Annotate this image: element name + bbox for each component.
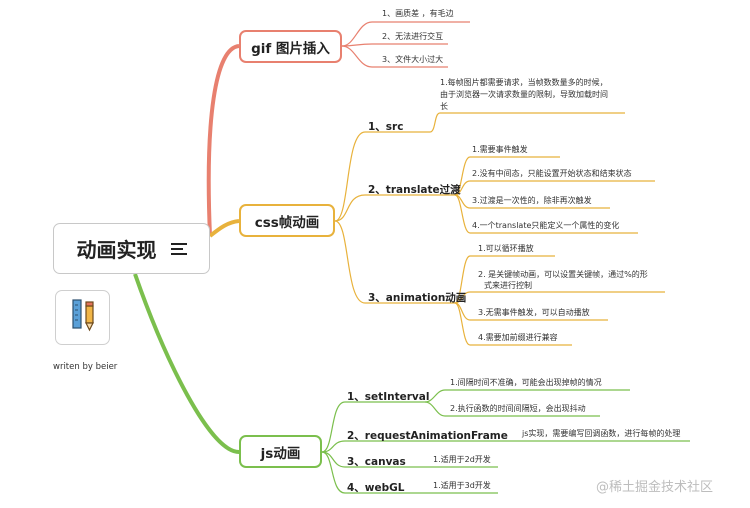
root-node[interactable]: 动画实现	[53, 223, 210, 274]
css-connectors	[334, 112, 665, 346]
css-translate-topic[interactable]: 2、translate过渡	[368, 184, 461, 196]
branch-css-title: css帧动画	[254, 214, 320, 231]
gif-item[interactable]: 1、画质差 ，有毛边	[382, 9, 454, 18]
gif-item[interactable]: 2、无法进行交互	[382, 32, 444, 41]
js-webgl-topic[interactable]: 4、webGL	[347, 482, 405, 494]
branch-css[interactable]: css帧动画	[239, 204, 335, 237]
branch-gif-title: gif 图片插入	[251, 40, 330, 57]
css-animation-topic[interactable]: 3、animation动画	[368, 292, 467, 304]
css-src-topic[interactable]: 1、src	[368, 121, 404, 133]
root-title: 动画实现	[76, 238, 157, 262]
css-translate-item[interactable]: 4.一个translate只能定义一个属性的变化	[472, 221, 620, 230]
gif-connectors	[341, 21, 470, 68]
js-canvas-topic[interactable]: 3、canvas	[347, 456, 406, 468]
css-animation-item[interactable]: 4.需要加前缀进行兼容	[478, 333, 558, 342]
css-animation-item-line2: 式来进行控制	[484, 281, 532, 290]
css-translate-item[interactable]: 2.没有中间态，只能设置开始状态和结束状态	[472, 169, 632, 178]
branch-gif[interactable]: gif 图片插入	[239, 30, 342, 63]
css-src-note-line: 长	[440, 102, 448, 111]
watermark: @稀土掘金技术社区	[596, 480, 714, 495]
js-connectors	[321, 389, 690, 494]
css-animation-item[interactable]: 3.无需事件触发，可以自动播放	[478, 308, 590, 317]
branch-js[interactable]: js动画	[239, 435, 322, 468]
css-animation-item[interactable]: 2. 是关键帧动画，可以设置关键帧，通过%的形	[478, 270, 648, 279]
connector-root-gif	[206, 44, 240, 237]
js-setinterval-item[interactable]: 1.间隔时间不准确，可能会出现掉帧的情况	[450, 378, 602, 387]
css-src-note-line: 1.每帧图片都需要请求，当帧数数量多的时候，	[440, 78, 608, 87]
js-webgl-note[interactable]: 1.适用于3d开发	[433, 481, 491, 490]
css-animation-item[interactable]: 1.可以循环播放	[478, 244, 534, 253]
connector-root-css	[208, 219, 240, 238]
css-translate-item[interactable]: 3.过渡是一次性的，除非再次触发	[472, 196, 592, 205]
css-translate-item[interactable]: 1.需要事件触发	[472, 145, 528, 154]
pencil-ruler-icon	[55, 290, 110, 345]
js-raf-topic[interactable]: 2、requestAnimationFrame	[347, 430, 508, 442]
gif-item[interactable]: 3、文件大小过大	[382, 55, 444, 64]
menu-lines-icon	[170, 240, 187, 258]
author-label: writen by beier	[53, 362, 118, 372]
js-setinterval-item[interactable]: 2.执行函数的时间间隔短，会出现抖动	[450, 404, 586, 413]
js-canvas-note[interactable]: 1.适用于2d开发	[433, 455, 491, 464]
css-src-note-line: 由于浏览器一次请求数量的限制，导致加载时间	[440, 90, 608, 99]
js-raf-note[interactable]: js实现，需要编写回调函数，进行每帧的处理	[522, 429, 681, 438]
connector-root-js	[133, 273, 240, 454]
js-setinterval-topic[interactable]: 1、setInterval	[347, 391, 430, 403]
branch-js-title: js动画	[260, 445, 301, 462]
